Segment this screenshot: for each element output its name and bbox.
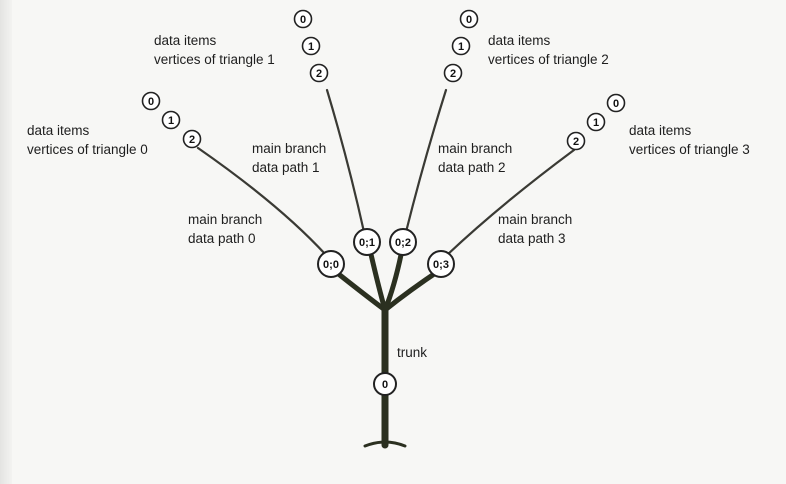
- item-2-triangle-2: 2: [450, 68, 456, 80]
- item-2-triangle-3: 2: [573, 136, 579, 148]
- item-0-triangle-3: 0: [613, 98, 619, 110]
- branch-segment-1: [367, 247, 388, 313]
- items-label-triangle-2-1: data items: [488, 33, 551, 48]
- path-node-1-label: 0;1: [359, 237, 375, 249]
- branch-3-label-2: data path 3: [498, 231, 566, 246]
- item-0-triangle-1: 0: [300, 14, 306, 26]
- path-node-1: 0;1: [353, 228, 381, 256]
- items-label-triangle-0-1: data items: [27, 123, 90, 138]
- items-label-triangle-1-2: vertices of triangle 1: [154, 52, 275, 67]
- branch-segment-0: [333, 269, 388, 313]
- branch-1-label-1: main branch: [252, 141, 326, 156]
- item-0-triangle-2: 0: [466, 14, 472, 26]
- item-1-triangle-1: 1: [308, 41, 314, 53]
- path-node-3-label: 0;3: [433, 259, 449, 271]
- item-1-triangle-2: 1: [458, 41, 464, 53]
- item-nodes-triangle-1: 0 1 2: [293, 9, 329, 83]
- item-nodes-triangle-3: 0 1 2: [566, 93, 626, 151]
- items-label-triangle-3-2: vertices of triangle 3: [629, 142, 750, 157]
- item-nodes-triangle-2: 0 1 2: [443, 9, 479, 83]
- path-node-3: 0;3: [427, 250, 455, 278]
- items-label-triangle-3-1: data items: [629, 123, 692, 138]
- trunk-node-label: 0: [382, 379, 388, 391]
- branch-line-0: [196, 146, 328, 257]
- items-label-triangle-2-2: vertices of triangle 2: [488, 52, 609, 67]
- branch-2-label-1: main branch: [438, 141, 512, 156]
- branch-line-3: [445, 148, 576, 257]
- items-label-triangle-1-1: data items: [154, 33, 217, 48]
- branch-3-label-1: main branch: [498, 212, 572, 227]
- item-nodes-triangle-0: 0 1 2: [141, 91, 202, 149]
- branch-line-2: [404, 88, 448, 234]
- item-2-triangle-0: 2: [189, 134, 195, 146]
- path-node-2: 0;2: [389, 228, 417, 256]
- path-node-0-label: 0;0: [323, 259, 339, 271]
- item-1-triangle-3: 1: [593, 117, 599, 129]
- trunk-base: [363, 440, 407, 448]
- trunk-node: 0: [373, 372, 397, 396]
- item-2-triangle-1: 2: [316, 68, 322, 80]
- path-node-2-label: 0;2: [395, 237, 411, 249]
- branch-1-label-2: data path 1: [252, 160, 320, 175]
- path-node-0: 0;0: [317, 250, 345, 278]
- branch-0-label-2: data path 0: [188, 231, 256, 246]
- item-0-triangle-0: 0: [148, 96, 154, 108]
- branch-2-label-2: data path 2: [438, 160, 506, 175]
- trunk-label: trunk: [397, 345, 427, 360]
- branch-0-label-1: main branch: [188, 212, 262, 227]
- page-margin: [0, 0, 12, 484]
- item-1-triangle-0: 1: [168, 115, 174, 127]
- branch-line-1: [325, 88, 366, 234]
- items-label-triangle-0-2: vertices of triangle 0: [27, 142, 148, 157]
